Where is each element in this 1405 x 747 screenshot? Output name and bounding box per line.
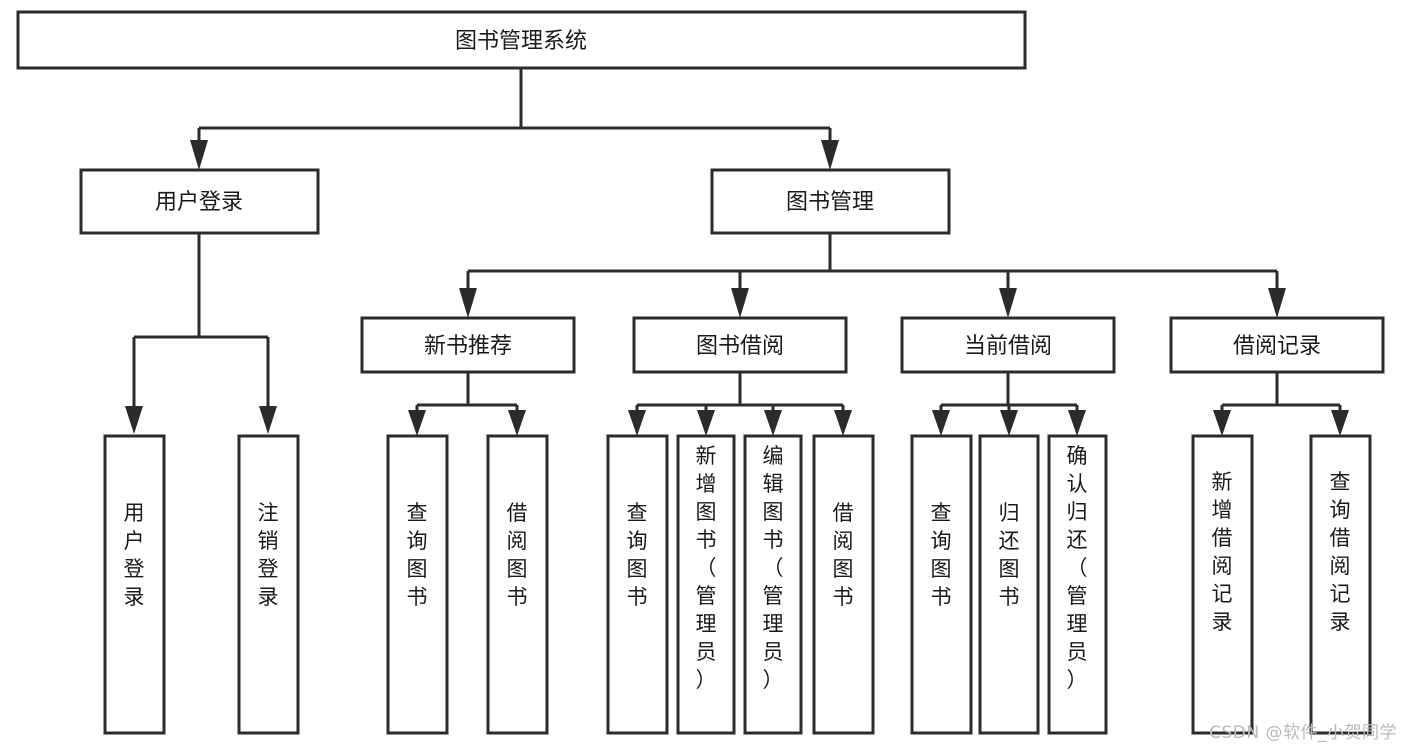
leaf-book-borrow-3-label: 编辑图书（管理员） <box>763 444 784 692</box>
arrow-head-user-login-leaf <box>125 406 143 434</box>
node-user-login-label: 用户登录 <box>155 190 243 215</box>
arrow-head-br-leaf1 <box>1213 410 1231 436</box>
leaf-new-book-1-label: 查询图书 <box>407 501 428 609</box>
leaf-current-borrow-3-box[interactable] <box>1047 434 1108 735</box>
leaf-user-login-1[interactable]: 用户登录 <box>103 434 166 735</box>
arrow-head-bb-leaf3 <box>764 410 782 436</box>
node-borrow-record[interactable]: 借阅记录 <box>1169 316 1385 374</box>
arrow-head-br-leaf2 <box>1331 410 1349 436</box>
leaf-book-borrow-2-box[interactable] <box>676 434 736 735</box>
arrow-head-bb-leaf2 <box>697 410 715 436</box>
node-book-borrow-box[interactable] <box>632 316 848 374</box>
leaf-borrow-record-1[interactable]: 新增借阅记录 <box>1191 434 1254 735</box>
arrow-head-cb-leaf3 <box>1068 410 1086 436</box>
node-book-management[interactable]: 图书管理 <box>710 168 951 235</box>
arrow-head-userlogin <box>190 140 208 170</box>
leaf-book-borrow-4[interactable]: 借阅图书 <box>812 434 875 735</box>
arrow-head-cb-leaf2 <box>1000 410 1018 436</box>
leaf-user-login-2[interactable]: 注销登录 <box>237 434 300 735</box>
node-new-book-recommend-box[interactable] <box>360 316 576 374</box>
arrow-head-nb-leaf2 <box>508 410 526 436</box>
arrow-head-bookmgmt <box>821 140 839 170</box>
arrow-head-cb-leaf1 <box>932 410 950 436</box>
leaf-user-login-2-label: 注销登录 <box>258 501 279 609</box>
leaf-new-book-1-box[interactable] <box>386 434 449 735</box>
leaf-new-book-2-box[interactable] <box>486 434 549 735</box>
node-user-login[interactable]: 用户登录 <box>79 168 320 235</box>
leaf-book-borrow-1[interactable]: 查询图书 <box>606 434 669 735</box>
leaf-new-book-2-label: 借阅图书 <box>507 501 528 609</box>
leaf-current-borrow-1-label: 查询图书 <box>931 501 952 609</box>
leaf-borrow-record-2-box[interactable] <box>1309 434 1372 735</box>
node-borrow-record-box[interactable] <box>1169 316 1385 374</box>
leaf-current-borrow-2-box[interactable] <box>978 434 1040 735</box>
leaf-borrow-record-1-box[interactable] <box>1191 434 1254 735</box>
arrow-head-newbook <box>459 288 477 318</box>
node-new-book-recommend-label: 新书推荐 <box>424 334 512 359</box>
leaf-current-borrow-1[interactable]: 查询图书 <box>910 434 973 735</box>
leaf-book-borrow-3[interactable]: 编辑图书（管理员） <box>743 434 803 735</box>
node-book-management-label: 图书管理 <box>786 190 874 215</box>
leaf-book-borrow-4-box[interactable] <box>812 434 875 735</box>
leaf-user-login-1-label: 用户登录 <box>124 501 145 609</box>
leaf-borrow-record-2[interactable]: 查询借阅记录 <box>1309 434 1372 735</box>
arrow-head-bookborrow <box>731 288 749 318</box>
node-root-box[interactable] <box>16 10 1027 70</box>
node-user-login-box[interactable] <box>79 168 320 235</box>
leaf-current-borrow-1-box[interactable] <box>910 434 973 735</box>
leaf-borrow-record-2-label: 查询借阅记录 <box>1330 470 1351 634</box>
node-book-management-box[interactable] <box>710 168 951 235</box>
arrow-head-borrowrecord <box>1268 288 1286 318</box>
leaf-borrow-record-1-label: 新增借阅记录 <box>1212 470 1233 634</box>
node-current-borrow-label: 当前借阅 <box>964 334 1052 359</box>
leaf-user-login-1-box[interactable] <box>103 434 166 735</box>
leaf-book-borrow-3-box[interactable] <box>743 434 803 735</box>
arrow-head-logout-leaf <box>259 406 277 434</box>
node-root-label: 图书管理系统 <box>455 29 587 54</box>
node-current-borrow-box[interactable] <box>900 316 1116 374</box>
leaf-current-borrow-3-label: 确认归还（管理员） <box>1067 444 1088 692</box>
node-new-book-recommend[interactable]: 新书推荐 <box>360 316 576 374</box>
edges-layer <box>125 68 1349 436</box>
leaf-current-borrow-3[interactable]: 确认归还（管理员） <box>1047 434 1108 735</box>
leaf-new-book-1[interactable]: 查询图书 <box>386 434 449 735</box>
leaf-book-borrow-4-label: 借阅图书 <box>833 501 854 609</box>
arrow-head-bb-leaf1 <box>628 410 646 436</box>
leaf-book-borrow-2[interactable]: 新增图书（管理员） <box>676 434 736 735</box>
node-book-borrow[interactable]: 图书借阅 <box>632 316 848 374</box>
node-root-system[interactable]: 图书管理系统 <box>16 10 1027 70</box>
leaf-book-borrow-1-label: 查询图书 <box>627 501 648 609</box>
leaf-book-borrow-2-label: 新增图书（管理员） <box>696 444 717 692</box>
arrow-head-currentborrow <box>999 288 1017 318</box>
leaf-current-borrow-2-label: 归还图书 <box>999 501 1020 609</box>
arrow-head-bb-leaf4 <box>834 410 852 436</box>
leaf-new-book-2[interactable]: 借阅图书 <box>486 434 549 735</box>
arrow-head-nb-leaf1 <box>408 410 426 436</box>
leaf-user-login-2-box[interactable] <box>237 434 300 735</box>
leaf-book-borrow-1-box[interactable] <box>606 434 669 735</box>
leaf-current-borrow-2[interactable]: 归还图书 <box>978 434 1040 735</box>
node-current-borrow[interactable]: 当前借阅 <box>900 316 1116 374</box>
node-borrow-record-label: 借阅记录 <box>1233 334 1321 359</box>
node-book-borrow-label: 图书借阅 <box>696 334 784 359</box>
